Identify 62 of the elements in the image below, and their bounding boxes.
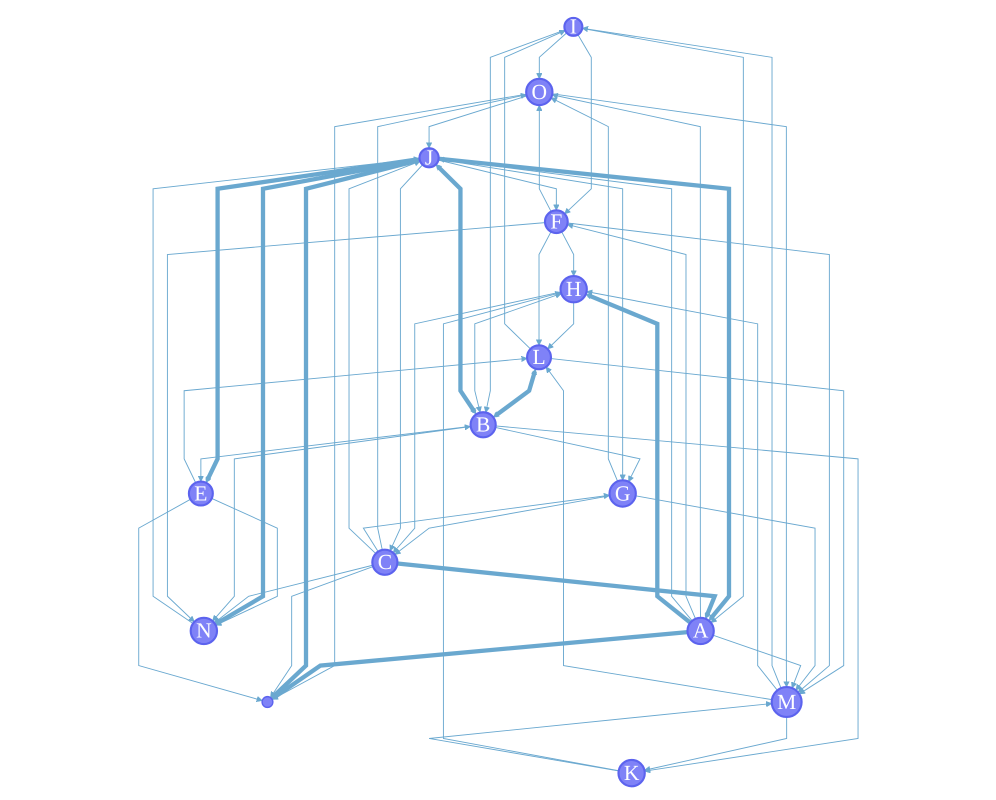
node-circle: A xyxy=(686,616,714,646)
node-circle: K xyxy=(617,758,646,788)
arrow xyxy=(210,498,278,626)
arrow xyxy=(426,95,527,148)
arrow xyxy=(438,158,626,481)
arrow xyxy=(214,564,373,624)
arrow xyxy=(564,34,592,214)
arrow xyxy=(396,561,718,620)
arrow xyxy=(348,160,420,554)
node-circle: L xyxy=(526,344,552,370)
node-circle: F xyxy=(544,209,568,234)
arrow xyxy=(428,700,772,772)
node-circle: N xyxy=(189,616,218,646)
arrow xyxy=(483,30,566,413)
arrow xyxy=(551,93,790,688)
arrow xyxy=(536,104,552,212)
arrow xyxy=(552,92,701,618)
node-circle: H xyxy=(559,274,588,304)
arrow xyxy=(362,492,610,552)
arrow xyxy=(494,427,640,482)
arrow xyxy=(545,366,772,700)
arrow xyxy=(271,630,688,700)
arrow xyxy=(634,495,816,691)
arrow xyxy=(389,164,423,552)
arrow xyxy=(504,30,566,350)
arrow xyxy=(585,293,692,624)
arrow xyxy=(582,26,782,689)
arrow xyxy=(212,424,470,622)
arrow xyxy=(560,231,576,276)
arrow xyxy=(166,222,546,622)
node-circle: I xyxy=(562,16,584,37)
node-circle: G xyxy=(608,479,636,508)
node-circle: J xyxy=(418,147,440,168)
arrow xyxy=(566,222,696,620)
arrow xyxy=(392,292,561,554)
arrow xyxy=(535,231,552,346)
node-circle: M xyxy=(770,686,802,718)
arrow xyxy=(376,92,526,550)
arrow xyxy=(494,425,858,774)
arrow xyxy=(183,356,528,484)
node-circle: B xyxy=(469,411,496,438)
node-circle xyxy=(260,696,274,708)
arrow xyxy=(474,292,562,413)
arrow xyxy=(566,222,830,693)
arrow xyxy=(214,157,420,625)
arrow xyxy=(435,164,476,414)
arrow xyxy=(550,358,844,694)
arrow xyxy=(536,32,567,80)
arrow xyxy=(546,302,574,350)
node-circle: E xyxy=(187,480,214,507)
node-circle: O xyxy=(524,78,554,106)
arrow xyxy=(550,98,618,482)
arrow xyxy=(270,566,374,698)
arrow xyxy=(442,290,619,772)
arrow xyxy=(492,368,537,418)
arrow xyxy=(138,498,262,702)
arrow xyxy=(152,156,420,624)
arrow xyxy=(586,290,778,691)
arrow xyxy=(712,634,801,688)
arrow xyxy=(272,94,526,700)
node-circle: C xyxy=(370,548,398,576)
arrow xyxy=(644,716,787,772)
